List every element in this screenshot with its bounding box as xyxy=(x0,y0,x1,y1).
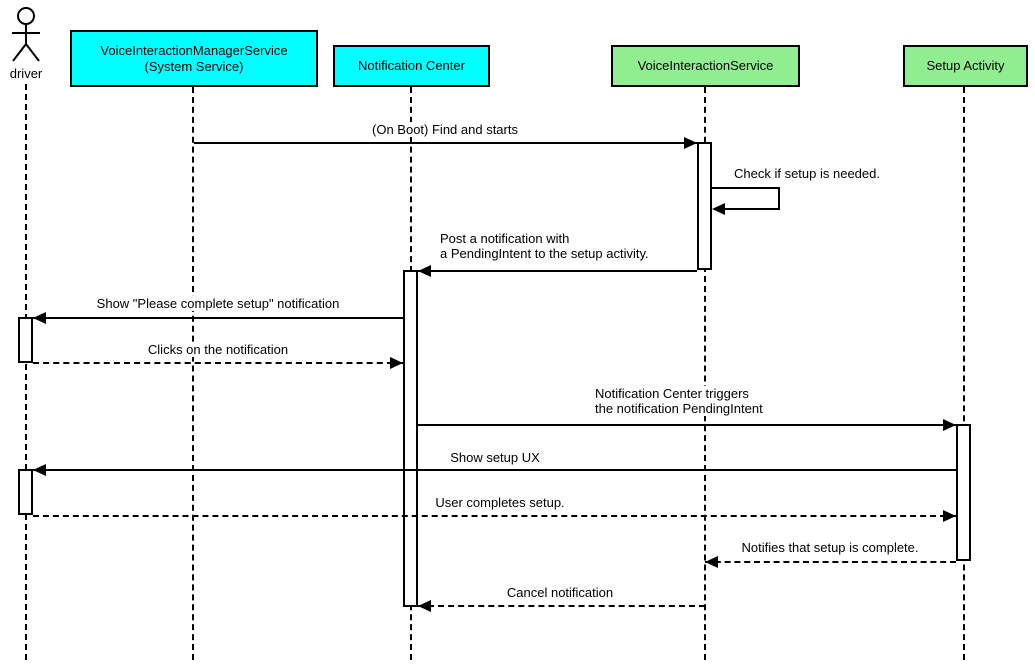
actor-driver xyxy=(8,5,44,70)
msg-user-completes-setup-label: User completes setup. xyxy=(434,495,566,510)
msg-notifies-complete-arrowhead xyxy=(705,556,718,568)
msg-show-setup-notification-arrowhead xyxy=(33,312,46,324)
msg-notifies-complete-label: Notifies that setup is complete. xyxy=(740,540,920,555)
person-icon xyxy=(12,7,40,62)
msg-post-notification-label: Post a notification with a PendingIntent… xyxy=(439,231,650,261)
activation-driver-1 xyxy=(18,317,33,363)
msg-check-setup-line-down xyxy=(778,187,780,210)
lifeline-setup-activity xyxy=(963,87,965,660)
msg-notifies-complete-line xyxy=(705,561,956,563)
msg-find-and-starts-label: (On Boot) Find and starts xyxy=(371,122,519,137)
msg-cancel-notification-label: Cancel notification xyxy=(505,585,615,600)
msg-user-completes-setup-line xyxy=(33,515,956,517)
msg-show-setup-notification-label: Show "Please complete setup" notificatio… xyxy=(95,296,341,311)
actor-driver-label: driver xyxy=(9,66,43,81)
msg-check-setup-line-back xyxy=(723,208,780,210)
msg-trigger-pendingintent-line xyxy=(418,424,956,426)
activation-driver-2 xyxy=(18,469,33,515)
msg-clicks-notification-line xyxy=(33,362,403,364)
msg-clicks-notification-label: Clicks on the notification xyxy=(146,342,290,357)
msg-post-notification-line xyxy=(418,270,697,272)
activation-notification-center xyxy=(403,270,418,607)
activation-setup-activity xyxy=(956,424,971,561)
msg-cancel-notification-line xyxy=(418,605,705,607)
msg-trigger-pendingintent-arrowhead xyxy=(943,419,956,431)
participant-voice-interaction-service: VoiceInteractionService xyxy=(611,45,800,87)
activation-voice-interaction-service xyxy=(697,142,712,270)
msg-trigger-pendingintent-label: Notification Center triggers the notific… xyxy=(594,386,764,416)
msg-clicks-notification-arrowhead xyxy=(390,357,403,369)
msg-check-setup-arrowhead xyxy=(712,203,725,215)
msg-show-setup-ux-label: Show setup UX xyxy=(449,450,541,465)
msg-find-and-starts-line xyxy=(194,142,697,144)
msg-post-notification-arrowhead xyxy=(418,265,431,277)
msg-cancel-notification-arrowhead xyxy=(418,600,431,612)
participant-voice-interaction-manager-service: VoiceInteractionManagerService (System S… xyxy=(70,30,318,87)
msg-find-and-starts-arrowhead xyxy=(684,137,697,149)
msg-check-setup-label: Check if setup is needed. xyxy=(733,166,881,181)
msg-show-setup-ux-arrowhead xyxy=(33,464,46,476)
msg-show-setup-ux-line xyxy=(33,469,956,471)
lifeline-driver xyxy=(25,84,27,660)
msg-user-completes-setup-arrowhead xyxy=(943,510,956,522)
participant-notification-center: Notification Center xyxy=(333,45,490,87)
lifeline-voice-interaction-service xyxy=(704,87,706,660)
participant-setup-activity: Setup Activity xyxy=(903,45,1028,87)
lifeline-voice-interaction-manager-service xyxy=(192,87,194,660)
msg-show-setup-notification-line xyxy=(33,317,403,319)
msg-check-setup-line-out xyxy=(712,187,780,189)
